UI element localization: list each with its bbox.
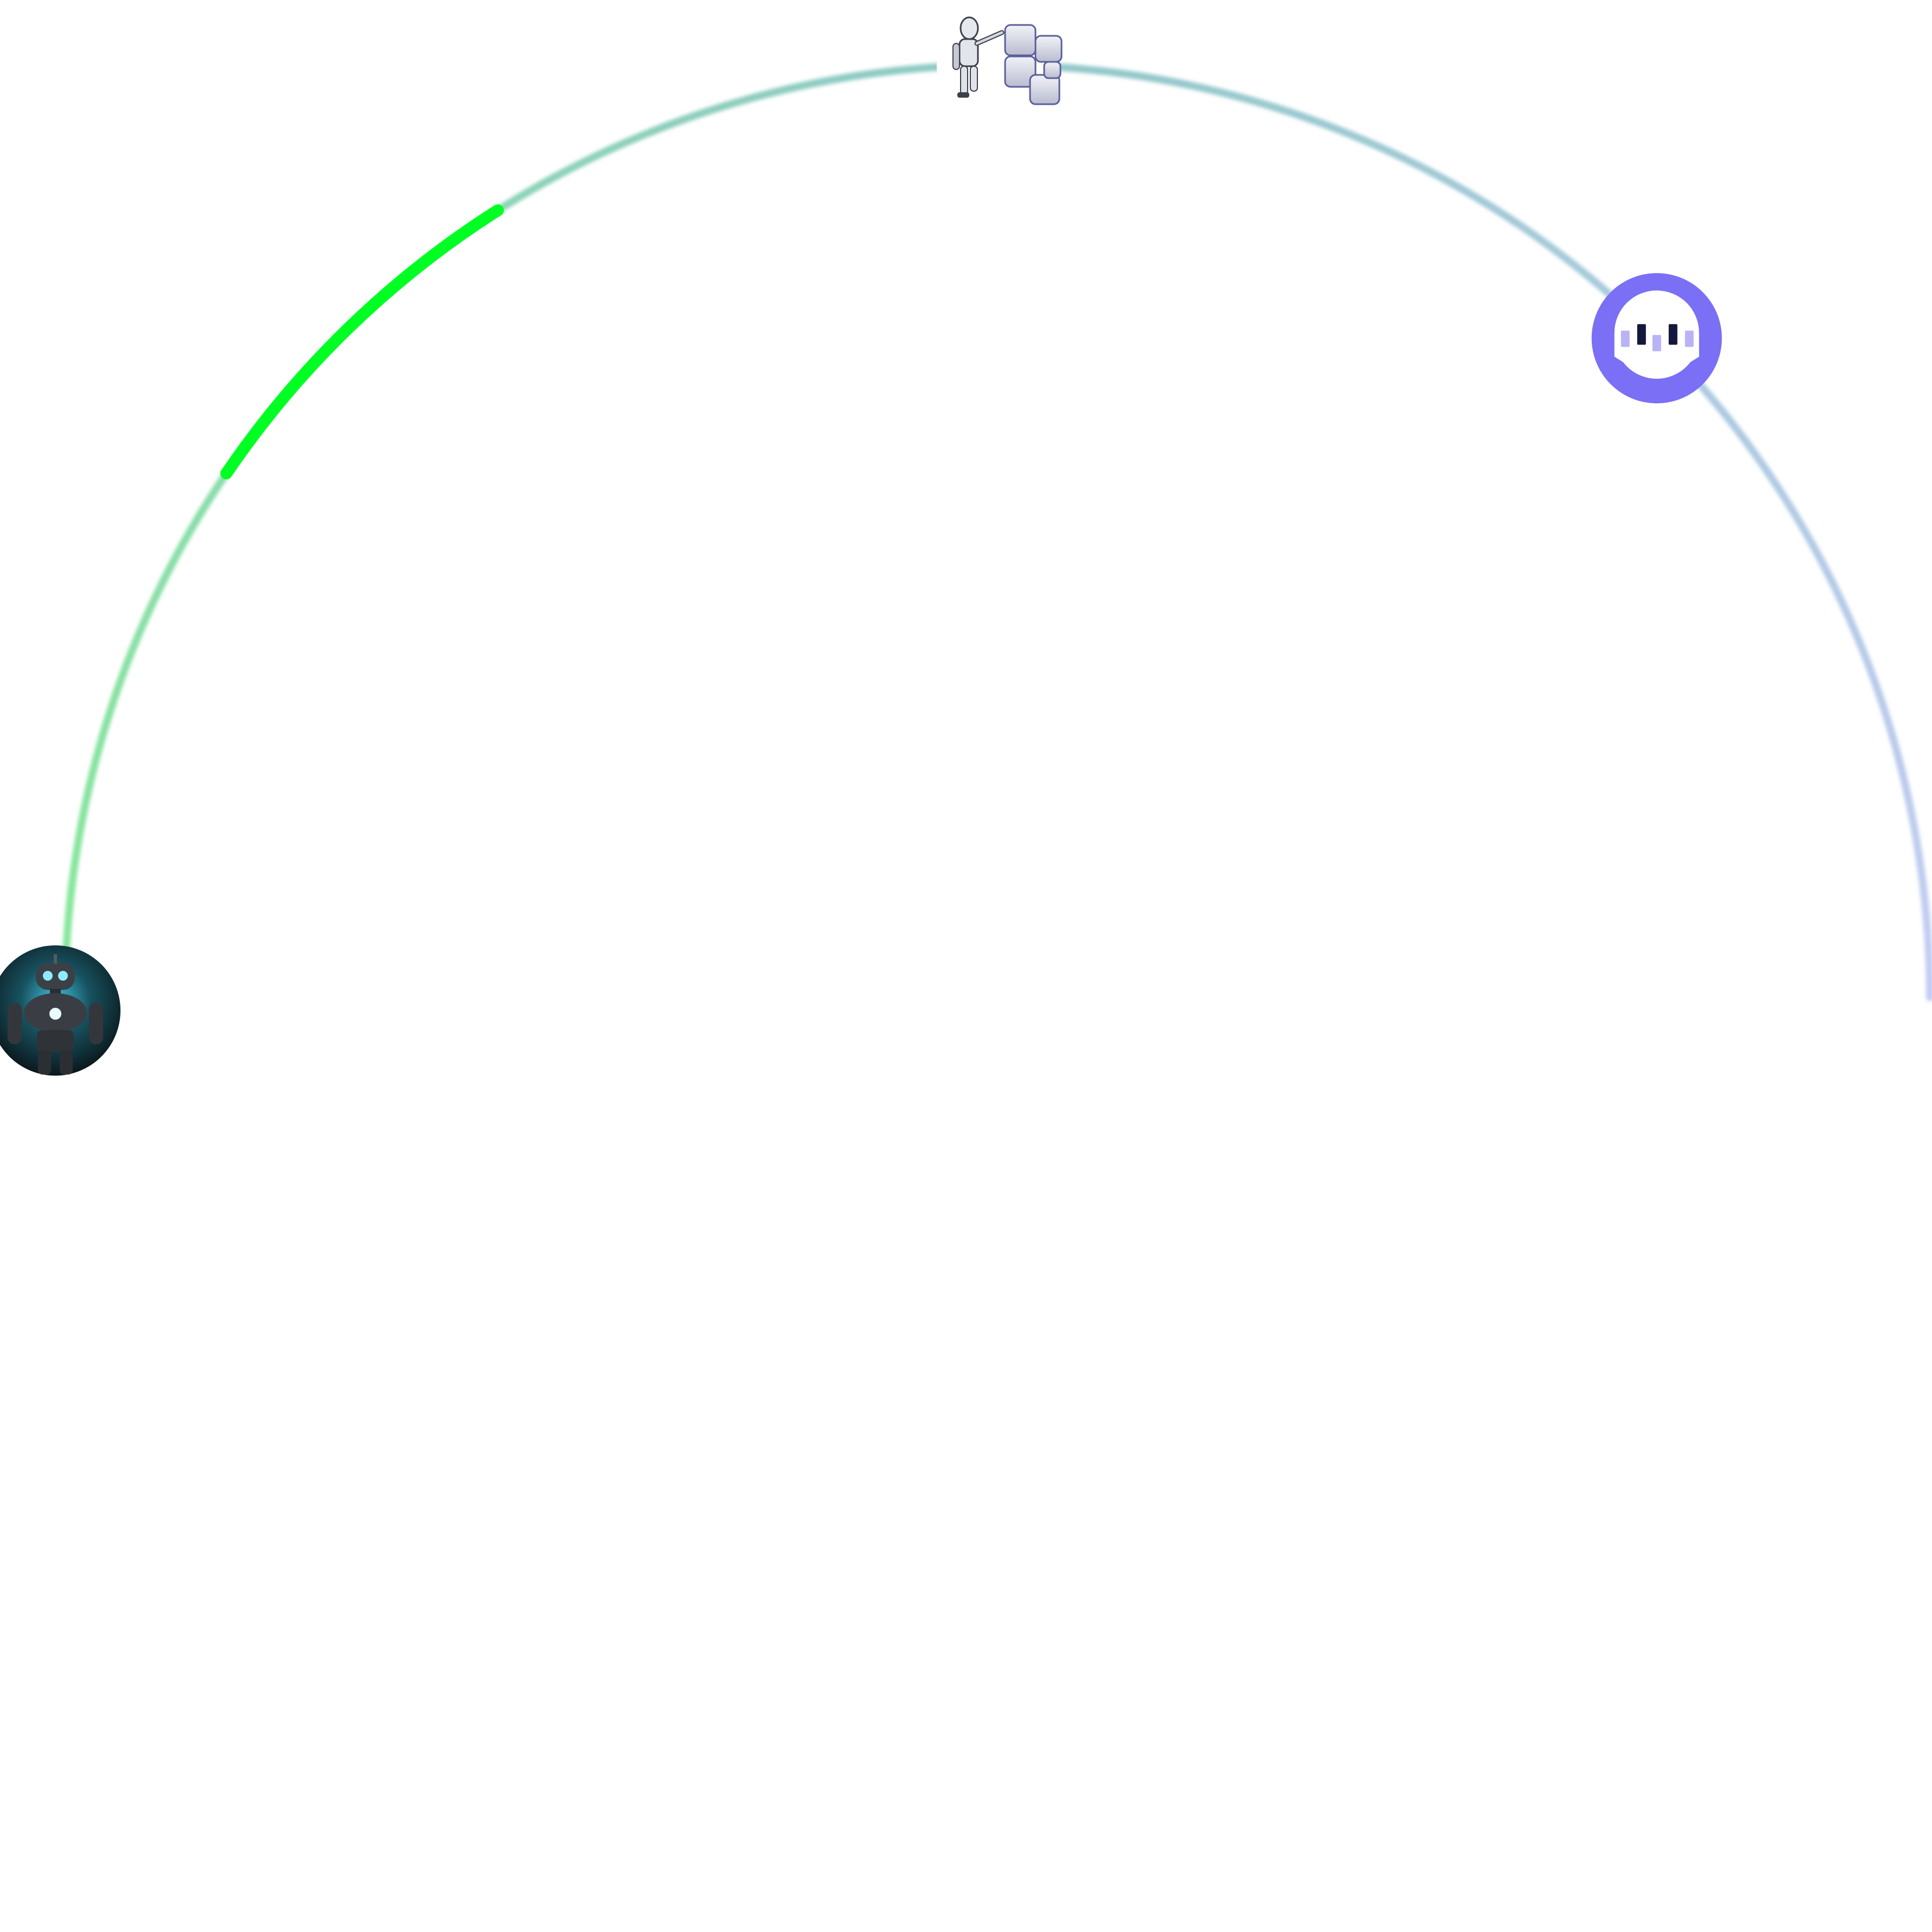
arc-segment — [1921, 899, 1931, 933]
arc-segment — [1127, 70, 1160, 83]
arc-segment — [1062, 63, 1096, 74]
arc-segment — [835, 70, 868, 83]
arc-segment — [1858, 646, 1877, 680]
arc-segment — [170, 529, 194, 562]
arc-segment — [187, 501, 210, 533]
robot-avatar-node[interactable] — [0, 945, 120, 1076]
arc-segment — [1832, 587, 1853, 620]
arc-segment — [1222, 89, 1256, 105]
progress-segment — [220, 204, 504, 480]
arc-segment — [118, 646, 137, 680]
arc-segment — [81, 771, 97, 805]
arc-segment — [708, 97, 742, 115]
arc-segment — [1917, 867, 1929, 901]
arc-segment — [129, 617, 149, 650]
arc-segment — [1516, 221, 1548, 246]
arc-segment — [1729, 421, 1755, 452]
robot-cubes-node[interactable] — [937, 4, 1063, 126]
arc-segment — [1404, 156, 1437, 178]
arc-segment — [156, 558, 178, 590]
arc-segment — [1190, 81, 1224, 97]
arc-segment — [1801, 529, 1825, 562]
arc-segment — [1375, 142, 1408, 163]
arc-segment — [558, 156, 590, 178]
chat-ghost-icon — [1591, 273, 1722, 404]
robot-with-cubes-icon — [937, 4, 1063, 126]
arc-segment — [1159, 75, 1192, 90]
arc-segment — [107, 677, 125, 711]
arc-segment — [1880, 708, 1898, 742]
connection-arc — [61, 61, 1932, 1001]
arc-segment — [1817, 558, 1839, 590]
robot-icon — [0, 945, 120, 1076]
arc-segment — [1345, 129, 1378, 149]
arc-segment — [1898, 771, 1914, 805]
arc-segment — [1870, 677, 1888, 711]
arc-segment — [739, 89, 773, 105]
arc-segment — [1253, 97, 1287, 115]
arc-segment — [66, 867, 78, 901]
arc-segment — [617, 129, 650, 149]
arc-segment — [771, 81, 805, 97]
arc-segment — [204, 474, 228, 506]
arc-segment — [1433, 170, 1466, 194]
arc-segment — [63, 899, 74, 933]
arc-segment — [97, 708, 115, 742]
chat-bot-node[interactable] — [1591, 273, 1722, 404]
arc-segment — [1785, 501, 1808, 533]
arc-segment — [501, 187, 533, 210]
arc-segment — [1749, 447, 1774, 479]
arc-segment — [1315, 118, 1349, 137]
arc-segment — [1912, 835, 1925, 868]
arc-segment — [1767, 474, 1791, 506]
arc-segment — [1925, 961, 1932, 1001]
arc-segment — [899, 63, 933, 74]
arc-segment — [1094, 66, 1128, 78]
arc-segment — [1708, 396, 1736, 426]
arc-segment — [587, 142, 620, 163]
arc-segment — [1543, 240, 1574, 266]
arc-segment — [142, 587, 163, 620]
arc-segment — [70, 835, 83, 868]
arc-segment — [1905, 803, 1920, 836]
arc-segment — [677, 107, 711, 125]
arc-segment — [1489, 204, 1521, 228]
arc-segment — [529, 170, 562, 194]
arc-segment — [803, 75, 836, 90]
arc-segment — [867, 66, 901, 78]
arc-segment — [75, 803, 90, 836]
arc-segment — [646, 118, 680, 137]
arc-segment — [1569, 259, 1599, 287]
arc-segment — [1461, 187, 1494, 210]
arc-segment — [1923, 932, 1932, 965]
arc-segment — [1284, 107, 1318, 125]
arc-segment — [1846, 617, 1866, 650]
arc-segment — [1890, 739, 1906, 773]
arc-segment — [89, 739, 105, 773]
